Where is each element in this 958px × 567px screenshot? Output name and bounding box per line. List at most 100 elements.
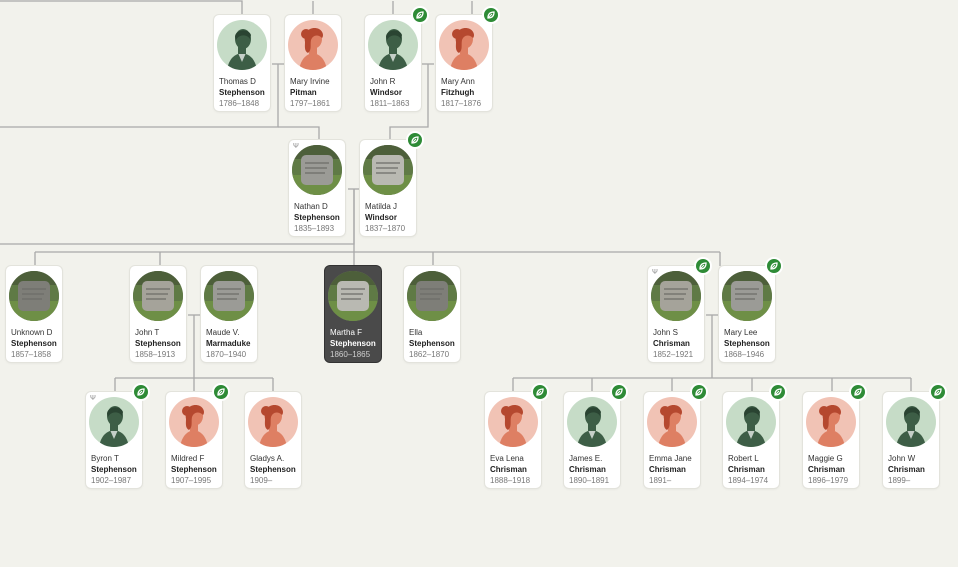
male-silhouette-icon bbox=[886, 397, 936, 447]
life-dates: 1868–1946 bbox=[724, 350, 765, 359]
given-name: Ella bbox=[409, 328, 423, 337]
given-name: Maggie G bbox=[808, 454, 843, 463]
life-dates: 1811–1863 bbox=[370, 99, 410, 108]
life-dates: 1870–1940 bbox=[206, 350, 247, 359]
given-name: Mary Lee bbox=[724, 328, 758, 337]
given-name: Mary Ann bbox=[441, 77, 475, 86]
life-dates: 1835–1893 bbox=[294, 224, 335, 233]
gravestone-photo bbox=[651, 271, 701, 321]
dna-match-icon: Ψ bbox=[652, 269, 658, 276]
hint-leaf-icon[interactable] bbox=[765, 257, 783, 275]
given-name: Eva Lena bbox=[490, 454, 524, 463]
person-card-martha-f-stephenson[interactable]: Martha F Stephenson 1860–1865 bbox=[325, 266, 381, 362]
given-name: Matilda J bbox=[365, 202, 398, 211]
life-dates: 1888–1918 bbox=[490, 476, 531, 485]
given-name: Emma Jane bbox=[649, 454, 692, 463]
given-name: John W bbox=[888, 454, 916, 463]
life-dates: 1817–1876 bbox=[441, 99, 482, 108]
female-silhouette-icon bbox=[806, 397, 856, 447]
gravestone-photo bbox=[363, 145, 413, 195]
life-dates: 1907–1995 bbox=[171, 476, 212, 485]
person-name: Martha F Stephenson 1860–1865 bbox=[325, 327, 381, 360]
male-silhouette-icon bbox=[567, 397, 617, 447]
dna-match-icon: Ψ bbox=[90, 395, 96, 402]
surname: Chrisman bbox=[569, 465, 606, 474]
surname: Chrisman bbox=[888, 465, 925, 474]
gravestone-photo bbox=[328, 271, 378, 321]
hint-leaf-icon[interactable] bbox=[769, 383, 787, 401]
hint-leaf-icon[interactable] bbox=[610, 383, 628, 401]
surname: Chrisman bbox=[649, 465, 686, 474]
given-name: Byron T bbox=[91, 454, 119, 463]
dna-match-icon: Ψ bbox=[293, 143, 299, 150]
life-dates: 1860–1865 bbox=[330, 350, 371, 359]
given-name: James E. bbox=[569, 454, 603, 463]
given-name: Maude V. bbox=[206, 328, 240, 337]
surname: Chrisman bbox=[728, 465, 765, 474]
surname: Windsor bbox=[370, 88, 402, 97]
life-dates: 1797–1861 bbox=[290, 99, 331, 108]
surname: Stephenson bbox=[330, 339, 376, 348]
given-name: Thomas D bbox=[219, 77, 256, 86]
hint-leaf-icon[interactable] bbox=[531, 383, 549, 401]
given-name: John T bbox=[135, 328, 160, 337]
hint-leaf-icon[interactable] bbox=[929, 383, 947, 401]
life-dates: 1862–1870 bbox=[409, 350, 450, 359]
hint-leaf-icon[interactable] bbox=[694, 257, 712, 275]
given-name: Nathan D bbox=[294, 202, 328, 211]
surname: Fitzhugh bbox=[441, 88, 475, 97]
given-name: Martha F bbox=[330, 328, 363, 337]
life-dates: 1902–1987 bbox=[91, 476, 132, 485]
given-name: Unknown D bbox=[11, 328, 53, 337]
hint-leaf-icon[interactable] bbox=[406, 131, 424, 149]
hint-leaf-icon[interactable] bbox=[212, 383, 230, 401]
hint-leaf-icon[interactable] bbox=[411, 6, 429, 24]
surname: Stephenson bbox=[409, 339, 455, 348]
female-silhouette-icon bbox=[647, 397, 697, 447]
given-name: Robert L bbox=[728, 454, 759, 463]
given-name: Mary Irvine bbox=[290, 77, 330, 86]
surname: Chrisman bbox=[490, 465, 527, 474]
hint-leaf-icon[interactable] bbox=[482, 6, 500, 24]
hint-leaf-icon[interactable] bbox=[132, 383, 150, 401]
hint-leaf-icon[interactable] bbox=[690, 383, 708, 401]
hint-leaf-icon[interactable] bbox=[849, 383, 867, 401]
surname: Stephenson bbox=[135, 339, 181, 348]
gravestone-photo bbox=[407, 271, 457, 321]
